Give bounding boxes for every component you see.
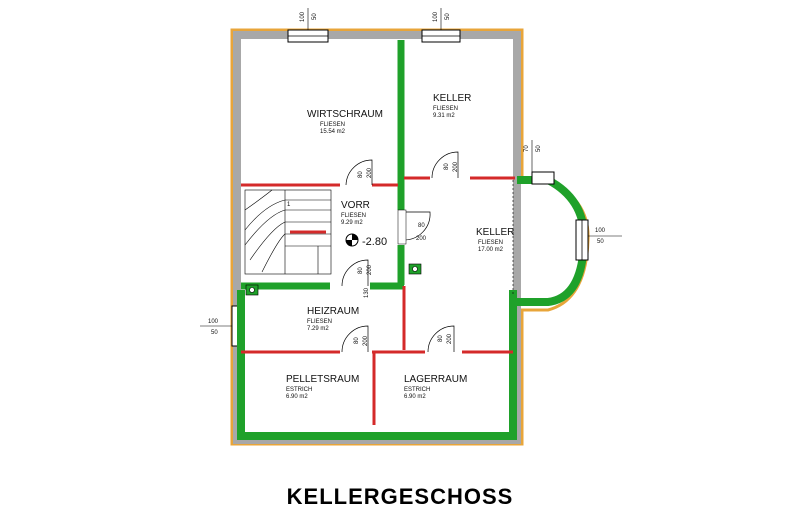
svg-text:VORR: VORR xyxy=(341,200,370,211)
window-left-width: 100 xyxy=(208,319,219,325)
svg-text:FLIESEN: FLIESEN xyxy=(307,319,332,325)
svg-text:LAGERRAUM: LAGERRAUM xyxy=(404,374,467,385)
svg-text:WIRTSCHRAUM: WIRTSCHRAUM xyxy=(307,109,383,120)
svg-text:-2.80: -2.80 xyxy=(362,236,387,248)
room-pelletsraum: PELLETSRAUM ESTRICH 6.90 m2 xyxy=(286,374,359,400)
window-bay-side-height: 50 xyxy=(536,145,542,152)
door-dim-vorr-keller: 80 xyxy=(418,223,425,229)
door-dim-keller-top: 80 xyxy=(444,163,450,170)
door-heiz-pellets xyxy=(341,325,369,353)
door-dim-heiz-pellets-h: 200 xyxy=(363,335,369,346)
svg-text:9.31 m2: 9.31 m2 xyxy=(433,113,455,119)
door-dim-keller-top-h: 200 xyxy=(453,161,459,172)
svg-text:FLIESEN: FLIESEN xyxy=(433,106,458,112)
room-wirtschraum: WIRTSCHRAUM FLIESEN 15.54 m2 xyxy=(307,109,383,135)
door-lager xyxy=(427,325,455,353)
door-vorr-keller xyxy=(397,209,431,245)
room-keller-right: KELLER FLIESEN 17.00 m2 xyxy=(476,227,514,253)
svg-text:ESTRICH: ESTRICH xyxy=(286,387,312,393)
green-wall-bottom xyxy=(237,290,517,440)
window-left-height: 50 xyxy=(211,330,218,336)
svg-text:ESTRICH: ESTRICH xyxy=(404,387,430,393)
window-top-right-height: 50 xyxy=(445,13,451,20)
window-top-left-height: 50 xyxy=(312,13,318,20)
svg-text:6.90 m2: 6.90 m2 xyxy=(286,394,308,400)
window-bay-right-height: 50 xyxy=(597,239,604,245)
door-dim-vorr-heiz-h: 200 xyxy=(367,264,373,275)
room-vorr: VORR FLIESEN 9.29 m2 xyxy=(341,200,370,226)
window-bay-side-width: 70 xyxy=(524,145,530,152)
room-heizraum: HEIZRAUM FLIESEN 7.29 m2 xyxy=(307,306,359,332)
window-bay-right-width: 100 xyxy=(595,228,606,234)
svg-text:FLIESEN: FLIESEN xyxy=(341,213,366,219)
svg-text:HEIZRAUM: HEIZRAUM xyxy=(307,306,359,317)
door-dim-wirtschraum: 80 xyxy=(358,171,364,178)
door-dim-lager-h: 200 xyxy=(447,333,453,344)
svg-text:KELLER: KELLER xyxy=(476,227,514,238)
bay-wall xyxy=(517,176,589,306)
door-dim-vorr-keller-h: 200 xyxy=(416,236,427,242)
door-wirtschraum xyxy=(345,159,373,186)
stair-bottom-dim: 130 xyxy=(364,287,370,298)
door-dim-lager: 80 xyxy=(438,335,444,342)
room-lagerraum: LAGERRAUM ESTRICH 6.90 m2 xyxy=(404,374,467,400)
page-title: KELLERGESCHOSS xyxy=(286,484,514,509)
door-dim-heiz-pellets: 80 xyxy=(354,337,360,344)
window-top-left-width: 100 xyxy=(300,11,306,22)
svg-text:17.00 m2: 17.00 m2 xyxy=(478,247,504,253)
svg-text:6.90 m2: 6.90 m2 xyxy=(404,394,426,400)
door-dim-wirtschraum-h: 200 xyxy=(367,167,373,178)
door-vorr-heiz xyxy=(341,259,369,287)
svg-text:FLIESEN: FLIESEN xyxy=(478,240,503,246)
stair-step-number: 1 xyxy=(287,202,291,208)
door-dim-vorr-heiz: 80 xyxy=(358,267,364,274)
door-keller-top xyxy=(431,151,459,179)
svg-text:7.29 m2: 7.29 m2 xyxy=(307,326,329,332)
window-bay-side xyxy=(531,171,555,185)
svg-text:15.54 m2: 15.54 m2 xyxy=(320,129,346,135)
window-top-right-width: 100 xyxy=(433,11,439,22)
staircase xyxy=(244,189,332,275)
svg-text:KELLER: KELLER xyxy=(433,93,471,104)
room-keller-top: KELLER FLIESEN 9.31 m2 xyxy=(433,93,471,119)
svg-text:PELLETSRAUM: PELLETSRAUM xyxy=(286,374,359,385)
level-mark: -2.80 xyxy=(345,233,387,248)
svg-text:9.29 m2: 9.29 m2 xyxy=(341,220,363,226)
svg-text:FLIESEN: FLIESEN xyxy=(320,122,345,128)
